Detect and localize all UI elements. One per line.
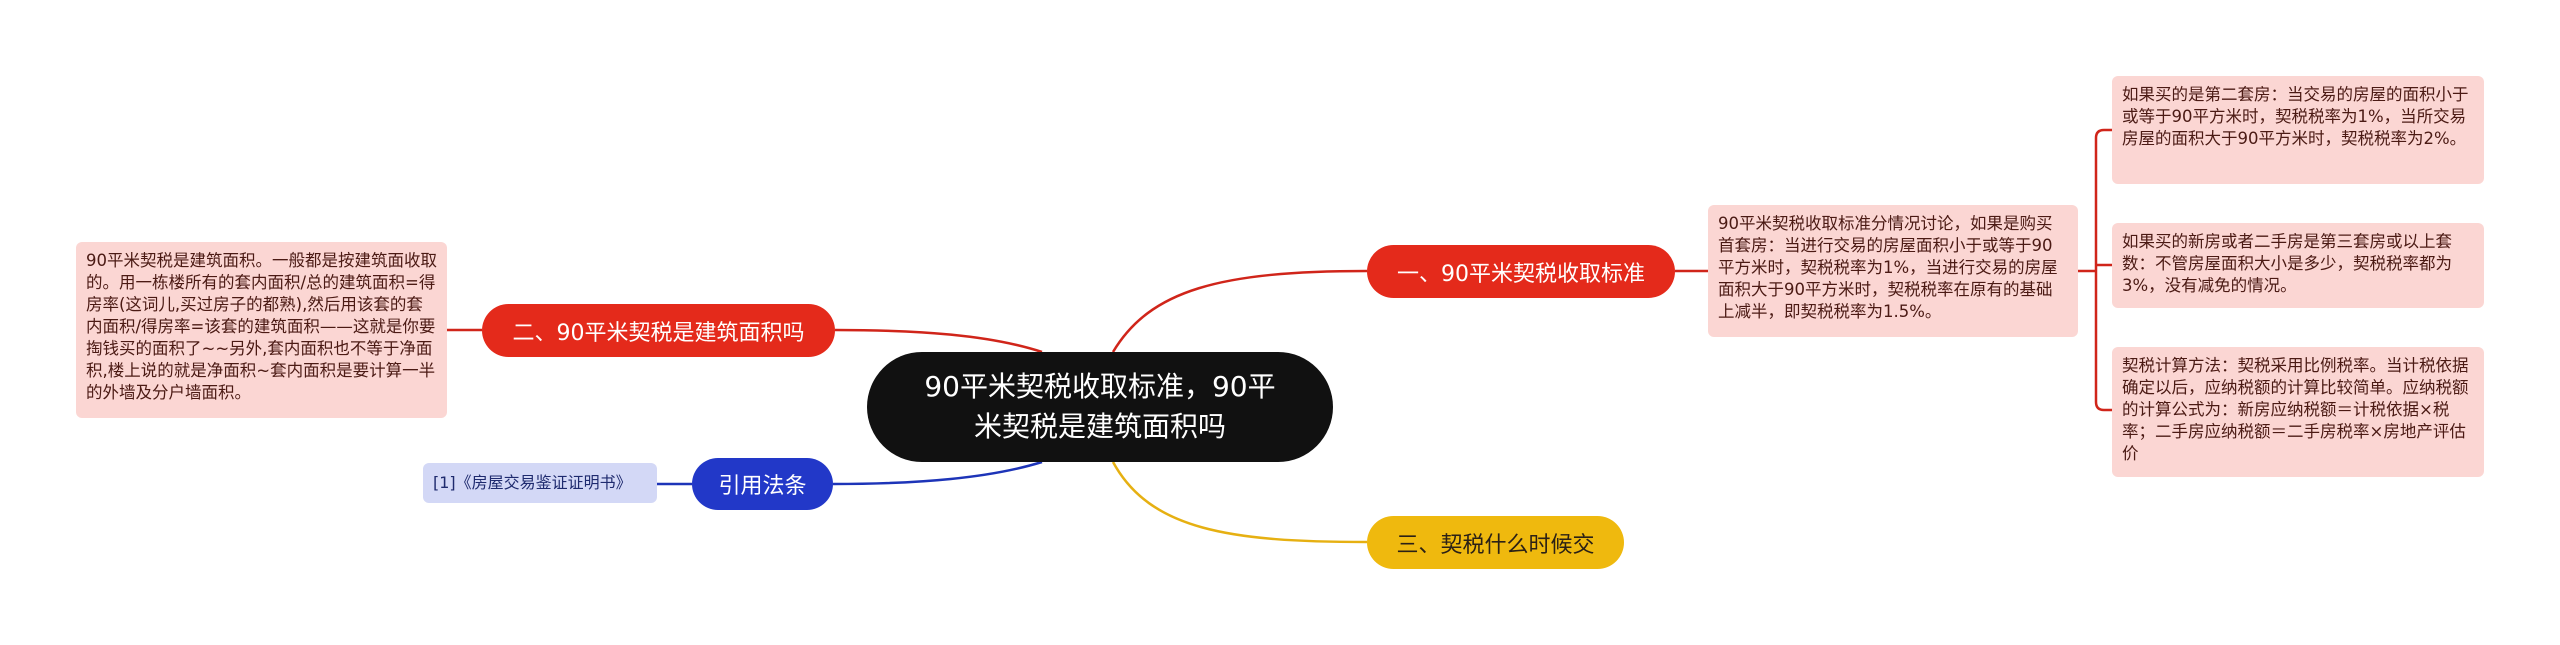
branch-1-detail-3[interactable]: 契税计算方法：契税采用比例税率。当计税依据确定以后，应纳税额的计算比较简单。应纳… bbox=[2112, 347, 2484, 477]
link-root-branch3 bbox=[1111, 461, 1368, 544]
branch-1-summary-text: 90平米契税收取标准分情况讨论，如果是购买首套房：当进行交易的房屋面积小于或等于… bbox=[1718, 214, 2058, 321]
branch-1-summary[interactable]: 90平米契税收取标准分情况讨论，如果是购买首套房：当进行交易的房屋面积小于或等于… bbox=[1708, 205, 2078, 337]
root-topic[interactable]: 90平米契税收取标准，90平米契税是建筑面积吗 bbox=[867, 352, 1333, 462]
branch-topic-2[interactable]: 二、90平米契税是建筑面积吗 bbox=[482, 304, 835, 357]
branch-2-summary[interactable]: 90平米契税是建筑面积。一般都是按建筑面收取的。用一栋楼所有的套内面积/总的建筑… bbox=[76, 242, 447, 418]
link-root-branch1 bbox=[1111, 269, 1368, 353]
branch-1-detail-3-text: 契税计算方法：契税采用比例税率。当计税依据确定以后，应纳税额的计算比较简单。应纳… bbox=[2122, 356, 2469, 463]
branch-topic-2-label: 二、90平米契税是建筑面积吗 bbox=[512, 320, 805, 346]
branch-1-detail-1[interactable]: 如果买的是第二套房：当交易的房屋的面积小于或等于90平方米时，契税税率为1%，当… bbox=[2112, 76, 2484, 184]
citation-topic-label: 引用法条 bbox=[718, 474, 807, 499]
branch-1-detail-2[interactable]: 如果买的新房或者二手房是第三套房或以上套数：不管房屋面积大小是多少，契税税率都为… bbox=[2112, 223, 2484, 308]
citation-topic[interactable]: 引用法条 bbox=[692, 458, 833, 510]
branch-1-detail-1-text: 如果买的是第二套房：当交易的房屋的面积小于或等于90平方米时，契税税率为1%，当… bbox=[2122, 85, 2469, 148]
branch-topic-3-label: 三、契税什么时候交 bbox=[1396, 532, 1595, 558]
branch-topic-3[interactable]: 三、契税什么时候交 bbox=[1367, 516, 1624, 569]
root-topic-label: 90平米契税收取标准，90平米契税是建筑面积吗 bbox=[924, 370, 1276, 443]
branch-1-detail-2-text: 如果买的新房或者二手房是第三套房或以上套数：不管房屋面积大小是多少，契税税率都为… bbox=[2122, 232, 2452, 295]
citation-item-text: [1]《房屋交易鉴证证明书》 bbox=[433, 473, 632, 492]
link-root-branch2 bbox=[834, 328, 1043, 354]
branch-topic-1-label: 一、90平米契税收取标准 bbox=[1397, 261, 1645, 287]
branch-topic-1[interactable]: 一、90平米契税收取标准 bbox=[1367, 245, 1675, 298]
bracket bbox=[2094, 128, 2112, 412]
branch-2-summary-text: 90平米契税是建筑面积。一般都是按建筑面收取的。用一栋楼所有的套内面积/总的建筑… bbox=[86, 251, 437, 402]
citation-item[interactable]: [1]《房屋交易鉴证证明书》 bbox=[423, 463, 657, 503]
link-root-citation bbox=[832, 460, 1043, 486]
